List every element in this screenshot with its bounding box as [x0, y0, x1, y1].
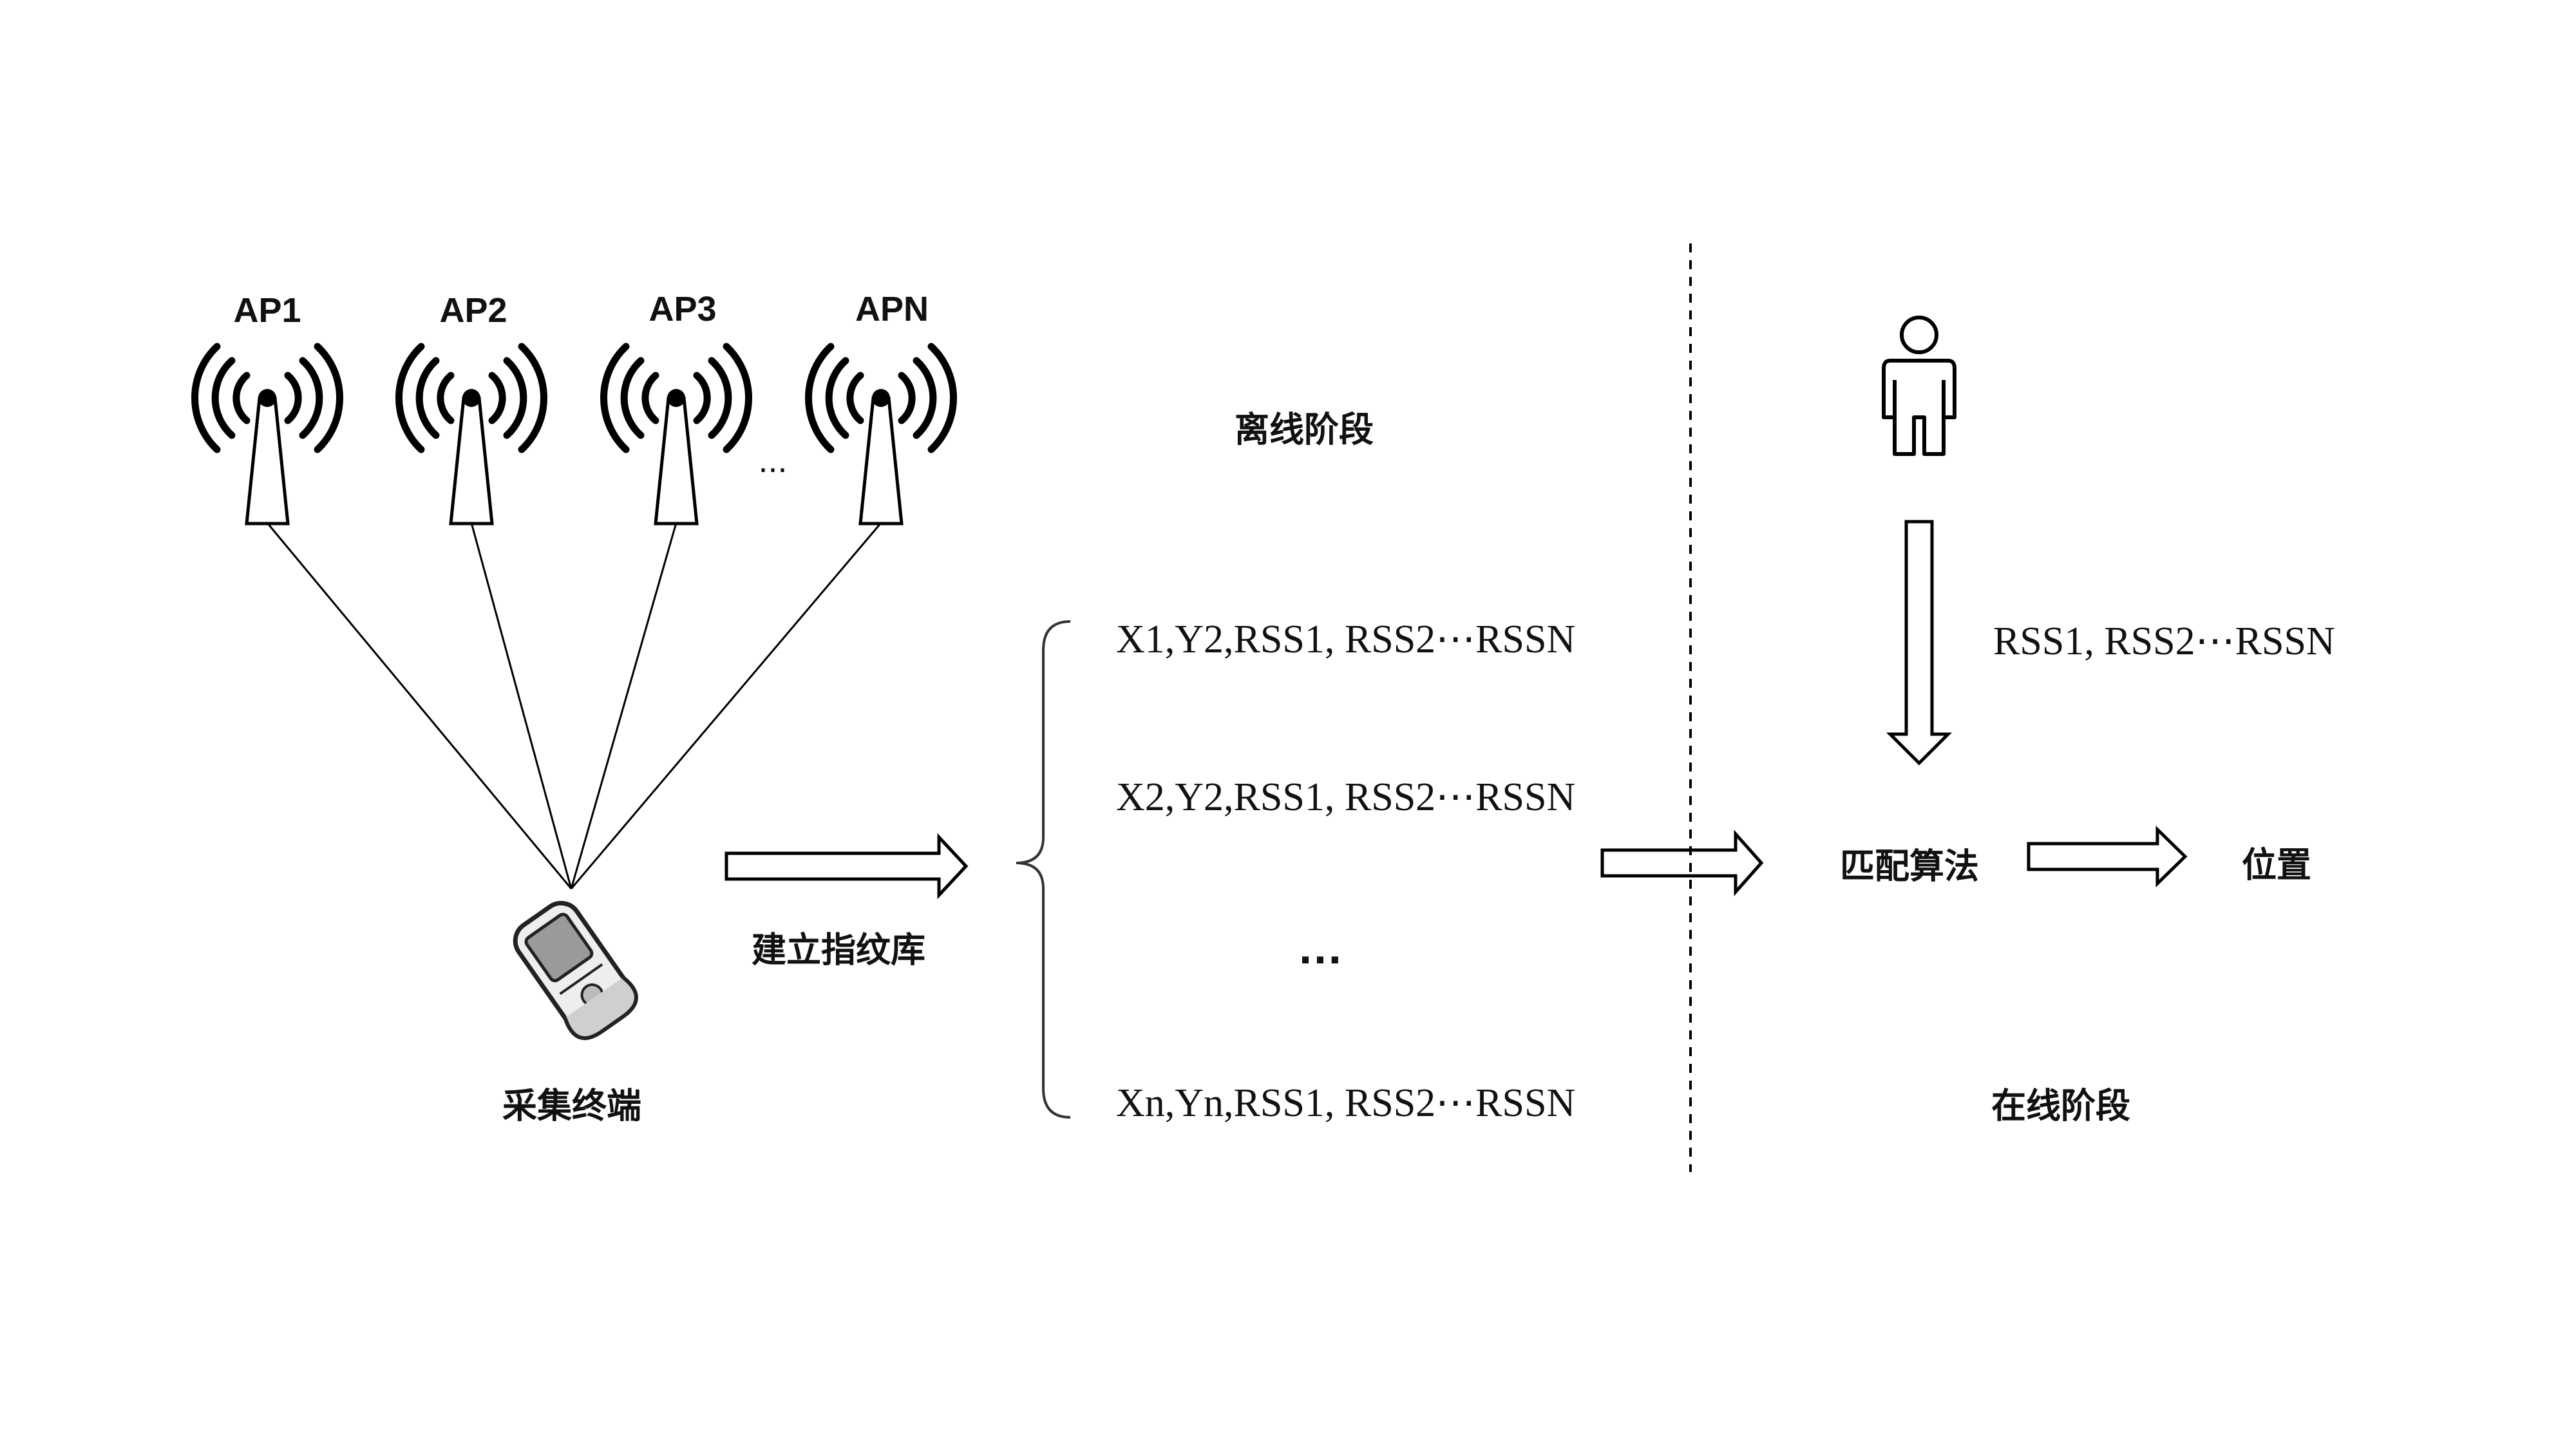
offline-phase-title: 离线阶段: [1235, 409, 1374, 450]
wifi-tower-icon: [603, 346, 748, 524]
person-icon: [1882, 316, 1956, 456]
rss-down-arrow: [1886, 520, 1953, 766]
connection-line: [266, 522, 573, 889]
ap-label: AP1: [233, 291, 301, 330]
wifi-tower-icon: [194, 346, 339, 524]
connection-line: [570, 522, 677, 889]
matching-algorithm-label: 匹配算法: [1840, 846, 1979, 887]
to-position-arrow: [2027, 826, 2188, 887]
collector-label: 采集终端: [502, 1085, 641, 1126]
ap-label: APN: [855, 290, 929, 328]
ap-ellipsis: ...: [758, 441, 788, 480]
fingerprint-record: X2,Y2,RSS1, RSS2⋯RSSN: [1116, 775, 1576, 819]
position-label: 位置: [2242, 844, 2311, 886]
build-fingerprint-label: 建立指纹库: [752, 929, 925, 971]
phone-icon: [513, 900, 638, 1041]
fingerprint-record-ellipsis: …: [1297, 922, 1343, 974]
fingerprint-record: X1,Y2,RSS1, RSS2⋯RSSN: [1116, 618, 1576, 661]
wifi-tower-icon: [808, 346, 953, 524]
connection-line: [570, 522, 882, 889]
build-arrow: [724, 833, 969, 900]
online-rss-label: RSS1, RSS2⋯RSSN: [1993, 620, 2335, 663]
ap-label: AP2: [439, 291, 507, 330]
to-matching-arrow: [1600, 829, 1764, 896]
ap-label: AP3: [649, 290, 717, 328]
online-phase-title: 在线阶段: [1991, 1085, 2130, 1126]
records-brace: [1016, 620, 1071, 1119]
fingerprint-record: Xn,Yn,RSS1, RSS2⋯RSSN: [1116, 1081, 1576, 1125]
connection-line: [470, 522, 573, 889]
wifi-tower-icon: [399, 346, 544, 524]
